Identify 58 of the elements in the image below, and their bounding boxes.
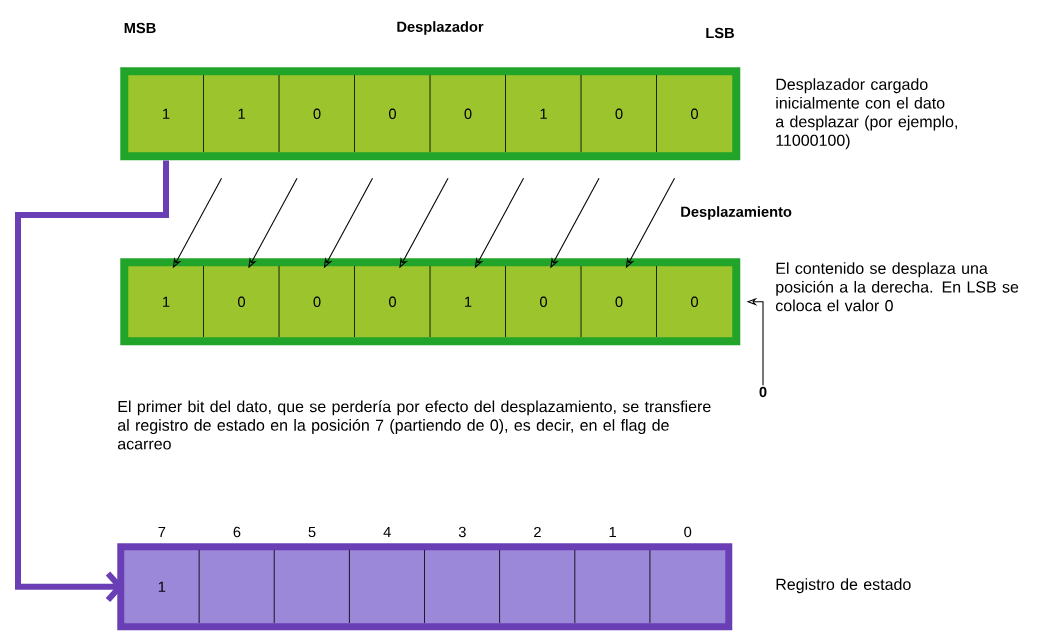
note-text: El primer bit del dato, que se perdería por efecto del desplazamiento, se transfiere al registro de estado en la posición 7 (partiendo de 0), es decir, en el flag de acarreo xyxy=(117,400,711,450)
heading-label: MSB xyxy=(124,22,156,34)
bit-cell: 0 xyxy=(581,75,657,153)
bit-cell: 1 xyxy=(203,75,280,153)
bit-cell: 0 xyxy=(656,266,733,338)
heading-label: LSB xyxy=(706,27,734,39)
bit-number: 6 xyxy=(233,526,241,538)
bit-cell: 1 xyxy=(505,75,582,153)
bit-cell: 0 xyxy=(505,266,582,338)
node-label: 0 xyxy=(313,296,321,307)
description-text: Desplazador cargado inicialmente con el dato a desplazar (por ejemplo, 11000100) xyxy=(775,78,957,150)
bit-cell: 0 xyxy=(279,75,355,153)
input-value: 0 xyxy=(759,386,767,398)
bit-cell: 1 xyxy=(430,266,506,338)
bit-cell: 0 xyxy=(430,75,506,153)
node-label: 1 xyxy=(540,108,547,119)
arrow xyxy=(15,160,169,603)
bit-cell: 0 xyxy=(581,266,657,338)
bit-cell xyxy=(424,550,500,624)
bit-number: 0 xyxy=(684,526,692,538)
bit-cell: 0 xyxy=(203,266,280,338)
node-label: 0 xyxy=(691,296,699,307)
node-label: 0 xyxy=(389,108,397,119)
bit-cell: 1 xyxy=(124,550,200,624)
node-label: 0 xyxy=(615,108,623,119)
heading-label: Desplazamiento xyxy=(681,206,792,220)
node-label: 0 xyxy=(313,108,321,119)
node-label: 1 xyxy=(163,108,170,119)
node-label: 0 xyxy=(540,296,548,307)
bit-number: 3 xyxy=(458,526,466,538)
bit-number: 2 xyxy=(534,526,541,538)
bit-cell xyxy=(199,550,275,624)
bit-number: 1 xyxy=(609,526,616,538)
bit-cell xyxy=(650,550,726,624)
node-label: 0 xyxy=(464,108,472,119)
bit-cell: 0 xyxy=(354,266,431,338)
description-text: Registro de estado xyxy=(776,578,911,594)
heading-label: Desplazador xyxy=(397,21,484,35)
node-label: 1 xyxy=(465,296,472,307)
bit-number: 5 xyxy=(308,526,316,538)
node-label: 0 xyxy=(615,296,623,307)
description-text: El contenido se desplaza una posición a la derecha. En LSB se coloca el valor 0 xyxy=(775,262,1019,312)
bit-cell: 0 xyxy=(354,75,431,153)
bit-cell xyxy=(274,550,350,624)
bit-number: 7 xyxy=(158,526,166,538)
bit-cell xyxy=(349,550,425,624)
bit-cell: 1 xyxy=(128,75,204,153)
node-label: 0 xyxy=(389,296,397,307)
node-label: 1 xyxy=(238,108,245,119)
bit-cell: 0 xyxy=(656,75,733,153)
bit-cell: 1 xyxy=(128,266,204,338)
bit-cell xyxy=(575,550,651,624)
bit-cell xyxy=(499,550,575,624)
node-label: 0 xyxy=(238,296,246,307)
node-label: 0 xyxy=(691,108,699,119)
bit-number: 4 xyxy=(383,526,391,538)
node-label: 1 xyxy=(163,296,170,307)
bit-cell: 0 xyxy=(279,266,355,338)
